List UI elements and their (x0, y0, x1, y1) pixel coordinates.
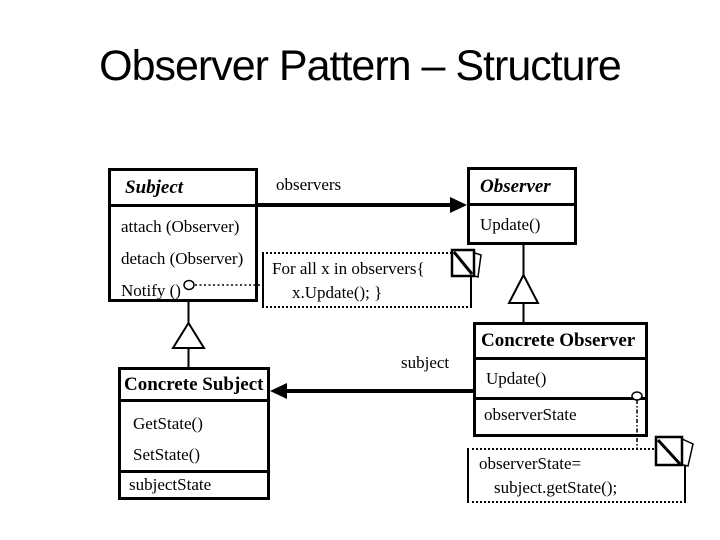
slide-title: Observer Pattern – Structure (99, 42, 622, 90)
concrete-observer-method-update: Update() (486, 369, 547, 388)
class-box-concrete-observer: Concrete Observer Update() observerState (473, 322, 648, 437)
note-notify-line2: x.Update(); } (292, 283, 383, 302)
note-update-line1: observerState= (479, 454, 582, 473)
class-box-concrete-subject: Concrete Subject GetState() SetState() s… (118, 367, 270, 500)
concrete-observer-attributes-compartment: observerState (476, 400, 645, 430)
observers-association-line (258, 203, 454, 207)
note-notify-implementation: For all x in observers{ x.Update(); } (262, 252, 472, 308)
subject-generalization-triangle (171, 321, 206, 349)
class-box-observer: Observer Update() (467, 167, 577, 245)
class-box-subject: Subject attach (Observer) detach (Observ… (108, 168, 258, 302)
class-name-subject: Subject (111, 171, 255, 207)
concrete-subject-method-getstate: GetState() (133, 414, 203, 433)
observer-methods-compartment: Update() (470, 206, 574, 242)
observers-association-arrowhead (450, 197, 467, 213)
subject-method-detach: detach (Observer) (121, 249, 244, 268)
note-update-line2: subject.getState(); (494, 478, 618, 497)
concrete-subject-methods-compartment: GetState() SetState() (121, 402, 267, 473)
concrete-observer-attribute-observerstate: observerState (484, 405, 577, 424)
class-name-concrete-observer: Concrete Observer (476, 325, 645, 360)
observer-generalization-triangle (507, 272, 540, 304)
concrete-subject-attributes-compartment: subjectState (121, 473, 267, 496)
concrete-subject-attribute-subjectstate: subjectState (129, 475, 212, 494)
class-name-concrete-subject: Concrete Subject (121, 370, 267, 402)
subject-method-notify: Notify () (121, 281, 181, 300)
label-subject-role: subject (401, 353, 450, 372)
subject-methods-compartment: attach (Observer) detach (Observer) Noti… (111, 207, 255, 307)
class-name-observer: Observer (470, 170, 574, 206)
subject-association-line (285, 389, 473, 393)
note-update-implementation: observerState= subject.getState(); (467, 448, 686, 503)
concrete-observer-methods-compartment: Update() (476, 360, 645, 400)
note-notify-line1: For all x in observers{ (272, 259, 425, 278)
concrete-subject-method-setstate: SetState() (133, 445, 201, 464)
label-observers-role: observers (276, 175, 342, 194)
subject-method-attach: attach (Observer) (121, 217, 240, 236)
subject-association-arrowhead (270, 383, 287, 399)
observer-method-update: Update() (480, 215, 541, 234)
